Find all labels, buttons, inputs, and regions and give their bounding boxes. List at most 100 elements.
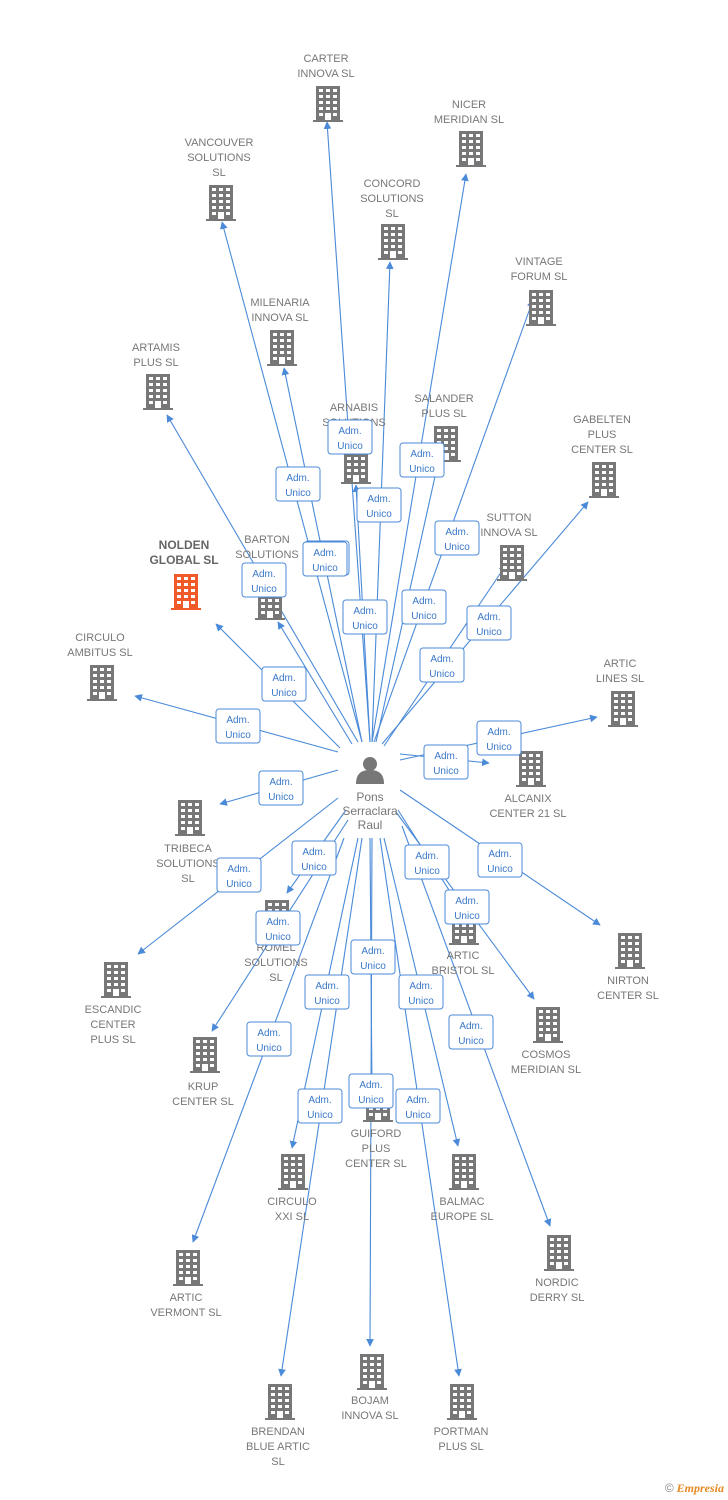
edge-role-text: Unico bbox=[312, 563, 338, 574]
company-name-line: SL bbox=[385, 208, 398, 220]
edge-role-label: Adm.Unico bbox=[398, 974, 444, 1010]
company-node-artamis[interactable]: ARTAMIS PLUS SL bbox=[132, 342, 180, 410]
company-name-line: ARTIC bbox=[604, 658, 637, 670]
company-name-line: BRENDAN bbox=[251, 1426, 305, 1438]
company-name-line: CENTER bbox=[90, 1019, 135, 1031]
company-name-line: PLUS SL bbox=[133, 357, 178, 369]
edge-role-text: Adm. bbox=[227, 864, 250, 875]
edge-role-label: Adm.Unico bbox=[404, 844, 450, 880]
edge-role-text: Unico bbox=[265, 932, 291, 943]
edge-role-label: Adm.Unico bbox=[434, 520, 480, 556]
edge-role-label: Adm.Unico bbox=[444, 889, 490, 925]
edge-role-label: Adm.Unico bbox=[255, 910, 301, 946]
edge-role-text: Unico bbox=[307, 1110, 333, 1121]
company-name-line: BALMAC bbox=[439, 1196, 484, 1208]
company-node-bojam[interactable]: BOJAM INNOVA SL bbox=[341, 1354, 399, 1422]
company-name-line: GLOBAL SL bbox=[149, 553, 218, 567]
company-name-line: GABELTEN bbox=[573, 414, 631, 426]
company-name-line: SL bbox=[269, 972, 282, 984]
company-name-line: NOLDEN bbox=[159, 538, 210, 552]
company-name-line: PLUS SL bbox=[90, 1034, 135, 1046]
building-icon bbox=[533, 1007, 563, 1043]
edge-role-text: Adm. bbox=[406, 1095, 429, 1106]
edge-role-text: Adm. bbox=[367, 494, 390, 505]
company-node-gabelten[interactable]: GABELTEN PLUS CENTER SL bbox=[571, 414, 633, 498]
brand-logo-text: Empresia bbox=[676, 1481, 724, 1495]
company-name-line: ARTIC bbox=[447, 950, 480, 962]
edge-role-text: Adm. bbox=[272, 673, 295, 684]
edge-role-text: Adm. bbox=[409, 981, 432, 992]
edge-role-label: Adm.Unico bbox=[356, 487, 402, 523]
company-name-line: NICER bbox=[452, 99, 486, 111]
building-icon bbox=[190, 1037, 220, 1073]
company-name-line: PORTMAN bbox=[434, 1426, 489, 1438]
building-icon bbox=[497, 545, 527, 581]
company-name-line: MERIDIAN SL bbox=[511, 1064, 581, 1076]
company-name-line: ARTAMIS bbox=[132, 342, 180, 354]
edge-role-label: Adm.Unico bbox=[423, 744, 469, 780]
company-name-line: AMBITUS SL bbox=[67, 647, 132, 659]
edge-role-text: Unico bbox=[271, 688, 297, 699]
company-name-line: PLUS bbox=[588, 429, 617, 441]
building-icon bbox=[87, 665, 117, 701]
company-name-line: INNOVA SL bbox=[341, 1410, 398, 1422]
edge-role-label: Adm.Unico bbox=[304, 974, 350, 1010]
edge-role-text: Unico bbox=[225, 730, 251, 741]
edge-role-label: Adm. Unico bbox=[302, 541, 348, 577]
building-icon bbox=[267, 330, 297, 366]
building-icon bbox=[143, 374, 173, 410]
building-icon bbox=[357, 1354, 387, 1390]
company-name-line: SOLUTIONS bbox=[244, 957, 308, 969]
edge-role-text: Unico bbox=[352, 621, 378, 632]
person-icon bbox=[356, 757, 384, 784]
edge-role-text: Adm. bbox=[313, 548, 336, 559]
company-name-line: BOJAM bbox=[351, 1395, 389, 1407]
edge-role-text: Adm. bbox=[412, 596, 435, 607]
edge-role-text: Unico bbox=[414, 866, 440, 877]
edge-labels-layer: Adm.UnicoAdm.UnicoAdm.UnicoAdm.UnicoAdm.… bbox=[215, 419, 523, 1124]
company-name-line: XXI SL bbox=[275, 1211, 309, 1223]
edge-role-text: Unico bbox=[358, 1095, 384, 1106]
company-name-line: CONCORD bbox=[364, 178, 421, 190]
footer-credit[interactable]: © Empresia bbox=[665, 1481, 724, 1496]
edge-role-label: Adm.Unico bbox=[419, 647, 465, 683]
company-name-line: CENTER SL bbox=[571, 444, 633, 456]
company-name-line: CENTER SL bbox=[345, 1158, 407, 1170]
company-name-line: CENTER 21 SL bbox=[489, 808, 566, 820]
edge-role-text: Unico bbox=[458, 1036, 484, 1047]
edge-role-text: Unico bbox=[486, 742, 512, 753]
company-name-line: MILENARIA bbox=[250, 297, 310, 309]
building-icon bbox=[378, 224, 408, 260]
edge-role-text: Adm. bbox=[361, 946, 384, 957]
edge-role-text: Unico bbox=[409, 464, 435, 475]
edge-role-label: Adm.Unico bbox=[291, 840, 337, 876]
company-name-line: SL bbox=[181, 873, 194, 885]
edge-role-label: Adm.Unico bbox=[401, 589, 447, 625]
center-person-node[interactable]: Pons Serraclara Raul bbox=[342, 757, 398, 832]
company-name-line: DERRY SL bbox=[530, 1292, 585, 1304]
